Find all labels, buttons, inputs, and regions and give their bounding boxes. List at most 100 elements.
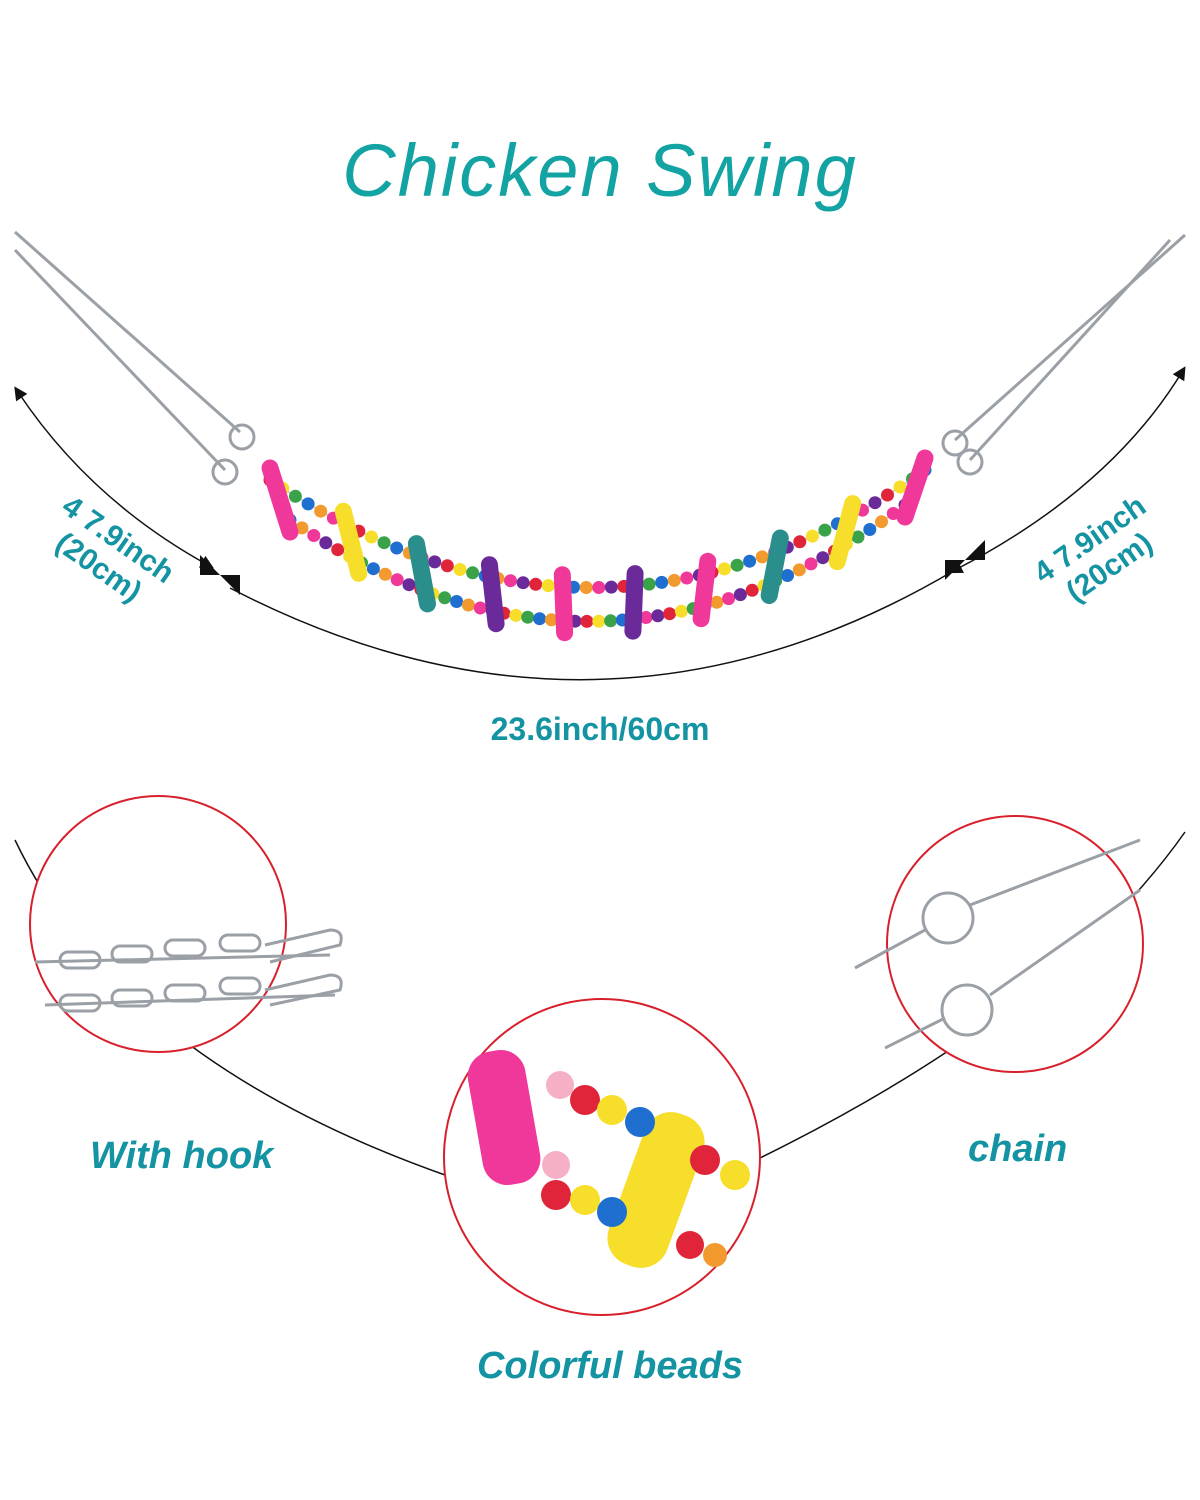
left-chain-lower <box>13 248 227 472</box>
bead <box>818 523 832 537</box>
bead <box>816 551 830 565</box>
beads-caption: Colorful beads <box>476 1345 744 1387</box>
bead <box>533 612 547 626</box>
bead <box>331 543 345 557</box>
bead <box>580 614 594 628</box>
bead <box>604 580 618 594</box>
bead <box>592 581 606 594</box>
bead <box>366 562 380 576</box>
bead <box>655 575 669 589</box>
bead <box>710 595 724 609</box>
bead-strands <box>263 463 932 628</box>
bead <box>592 614 606 628</box>
bead <box>504 574 517 588</box>
detail-chain <box>854 815 1144 1073</box>
bead <box>402 578 416 592</box>
bottom-dimension-arc <box>229 569 956 681</box>
bead <box>875 515 888 529</box>
bead <box>743 554 757 568</box>
bead <box>377 536 391 550</box>
bead <box>466 566 480 580</box>
bead <box>792 563 806 577</box>
bead <box>730 558 744 572</box>
bead <box>544 613 558 627</box>
bead <box>781 569 794 582</box>
bead <box>473 601 487 615</box>
bead <box>529 577 543 591</box>
swing-ladder <box>261 449 934 642</box>
bead <box>378 567 392 581</box>
bead <box>639 611 653 624</box>
chain-links <box>58 933 262 1013</box>
hook-icon <box>264 973 343 1007</box>
perch <box>261 459 299 541</box>
bead <box>651 609 665 623</box>
right-chain-upper <box>954 233 1186 442</box>
bead <box>295 521 309 535</box>
total-length-label: 23.6inch/60cm <box>490 711 710 747</box>
bead <box>881 488 894 502</box>
detail-hook <box>29 795 343 1053</box>
bead <box>805 529 819 543</box>
perches <box>261 449 934 642</box>
bead <box>440 559 454 573</box>
bead <box>851 530 865 544</box>
bead <box>680 571 694 585</box>
bead <box>667 573 681 587</box>
bead <box>301 497 315 511</box>
bead <box>541 579 555 593</box>
bead <box>733 588 747 602</box>
ring-icon <box>940 983 994 1037</box>
ring-icon <box>956 448 984 476</box>
left-chain-upper <box>14 230 241 434</box>
detail-beads <box>443 998 761 1316</box>
bead <box>390 541 404 555</box>
hook-caption: With hook <box>90 1135 274 1177</box>
perch <box>692 552 717 628</box>
bead <box>863 523 877 536</box>
perch <box>553 566 574 642</box>
yellow-perch <box>607 1112 705 1268</box>
bead <box>718 562 731 576</box>
perch <box>624 565 644 640</box>
bead <box>390 573 404 587</box>
pink-perch <box>467 1049 541 1186</box>
bead <box>642 577 656 591</box>
bead <box>663 607 677 621</box>
perch <box>760 529 789 604</box>
bead <box>604 614 618 628</box>
bead <box>319 536 333 550</box>
bead <box>438 591 452 605</box>
bead <box>364 530 378 544</box>
ring-icon <box>921 891 975 945</box>
perch <box>480 556 505 633</box>
perch <box>828 495 862 571</box>
left-dimension-arc <box>14 386 214 569</box>
bead <box>793 535 807 549</box>
perch <box>334 502 368 582</box>
bead <box>428 555 442 569</box>
bead <box>893 480 907 494</box>
bead <box>579 581 593 594</box>
bead <box>516 576 530 590</box>
right-chain-lower <box>968 238 1172 462</box>
bead <box>314 504 328 518</box>
ring-icon <box>228 423 256 451</box>
bead <box>453 563 467 576</box>
right-bowtie-icon <box>945 540 985 580</box>
bead <box>804 557 818 571</box>
ring-icon <box>941 429 969 457</box>
bead <box>868 496 882 510</box>
bead <box>307 529 321 542</box>
ring-icon <box>211 458 239 486</box>
hook-icon <box>264 928 343 964</box>
bead <box>450 595 464 608</box>
chains <box>13 230 1186 486</box>
bead <box>461 598 475 612</box>
bead <box>722 592 736 606</box>
perch <box>896 449 934 526</box>
chain-caption: chain <box>968 1128 1068 1170</box>
dimension-lines <box>14 366 1186 681</box>
right-dimension-arc <box>949 366 1186 574</box>
